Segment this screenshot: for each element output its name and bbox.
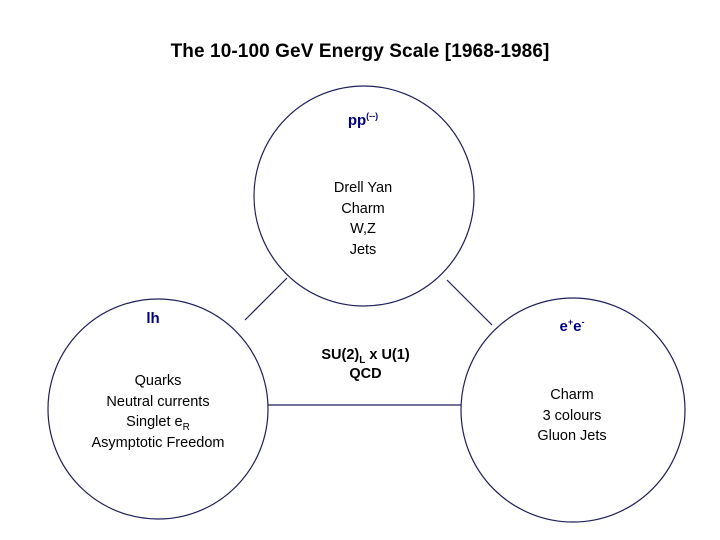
circle-label-ee-positron: e	[573, 318, 582, 335]
list-item-singlet: Singlet eR	[48, 412, 268, 433]
circle-label-pp-text: pp	[347, 112, 367, 129]
list-item: Neutral currents	[106, 393, 210, 410]
circle-lh[interactable]	[47, 298, 269, 520]
center-theory-u1: x U(1)	[365, 347, 410, 363]
connector-pp-ee	[446, 279, 493, 326]
list-item: Drell Yan	[333, 180, 393, 196]
list-item: Asymptotic Freedom	[91, 434, 225, 451]
list-item: Gluon Jets	[537, 428, 607, 444]
circle-label-pp: pp(--)	[303, 111, 423, 130]
connector-pp-lh	[244, 277, 288, 321]
circle-label-lh-text: lh	[146, 310, 160, 327]
center-theory-su2-subscript: L	[359, 354, 366, 366]
circle-label-pp-bar: (--)	[366, 111, 379, 121]
list-item: W,Z	[350, 221, 376, 237]
circle-label-ee-plus: +	[567, 317, 574, 327]
circle-label-lh: lh	[108, 310, 198, 327]
circle-content-lh: Quarks Neutral currents Singlet eR Asymp…	[48, 371, 268, 453]
list-item: Charm	[341, 200, 385, 217]
list-item: Jets	[349, 241, 377, 258]
circle-pp[interactable]	[253, 85, 475, 307]
page-title: The 10-100 GeV Energy Scale [1968-1986]	[170, 41, 550, 62]
circle-ee[interactable]	[460, 297, 686, 523]
list-item: 3 colours	[542, 407, 602, 424]
circle-label-ee: e+e-	[522, 317, 622, 336]
center-theory-line-2: QCD	[349, 366, 382, 382]
circle-label-ee-electron: e	[559, 318, 568, 335]
circle-content-pp: Drell Yan Charm W,Z Jets	[283, 178, 443, 260]
circle-label-ee-minus: -	[581, 317, 585, 327]
list-item-singlet-subscript: R	[182, 421, 190, 433]
list-item-singlet-text: Singlet e	[126, 414, 183, 430]
center-theory-su2: SU(2)	[321, 347, 360, 363]
circle-content-ee: Charm 3 colours Gluon Jets	[492, 385, 652, 447]
center-theory-text: SU(2)L x U(1) QCD	[288, 346, 443, 384]
list-item: Quarks	[134, 373, 182, 389]
list-item: Charm	[550, 387, 594, 403]
center-theory-line-1: SU(2)L x U(1)	[288, 346, 443, 365]
